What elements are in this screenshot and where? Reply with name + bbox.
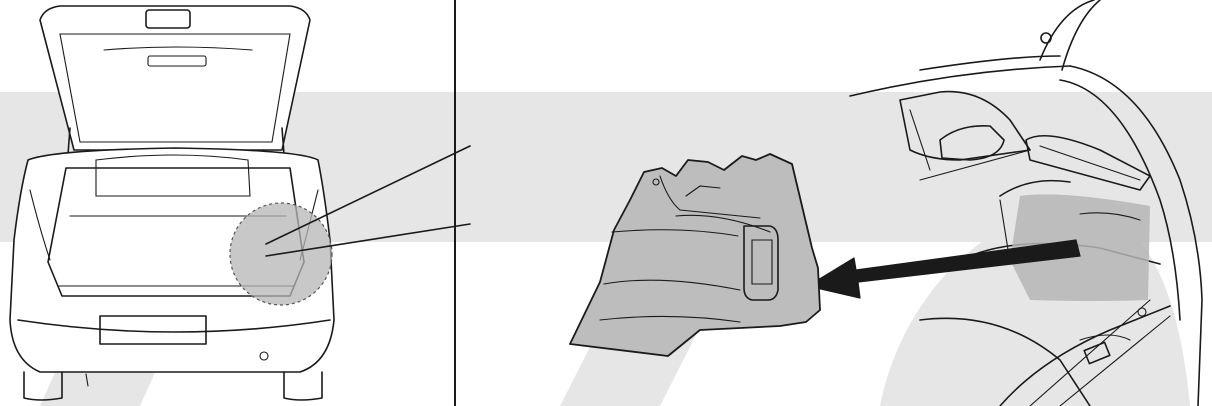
car-icon [10,6,334,400]
